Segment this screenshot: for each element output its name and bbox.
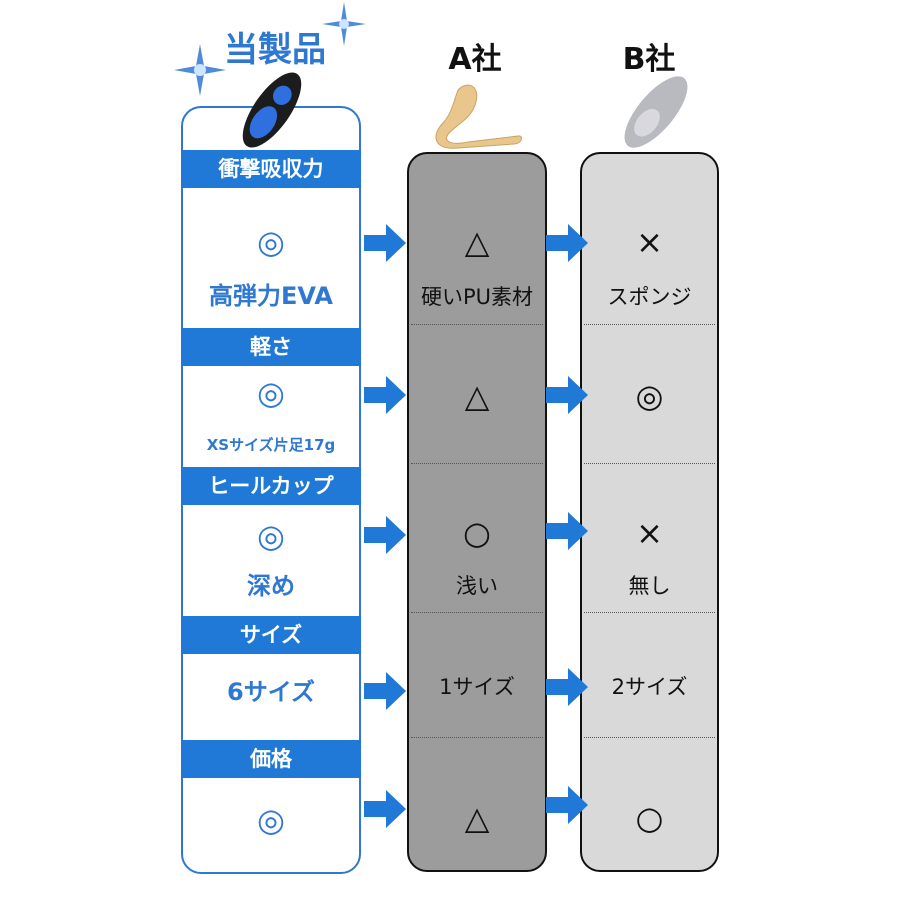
b-note: 無し bbox=[628, 574, 671, 598]
b-note: スポンジ bbox=[607, 285, 692, 309]
divider bbox=[584, 324, 715, 325]
our-product-title: 当製品 bbox=[224, 30, 326, 70]
arrow-right-icon bbox=[546, 668, 588, 706]
b-rating: × bbox=[636, 514, 663, 552]
a-insole-image bbox=[435, 84, 522, 149]
our-note: XSサイズ片足17g bbox=[206, 436, 336, 454]
company-b-column bbox=[580, 152, 719, 872]
arrow-right-icon bbox=[364, 516, 406, 554]
our-rating: ◎ bbox=[257, 517, 285, 555]
arrow-right-icon bbox=[364, 790, 406, 828]
a-note: 硬いPU素材 bbox=[420, 285, 534, 309]
a-rating: △ bbox=[464, 223, 490, 261]
our-rating: ◎ bbox=[257, 374, 285, 412]
our-rating: ◎ bbox=[257, 223, 285, 261]
b-rating: ◎ bbox=[635, 377, 664, 415]
a-note: 浅い bbox=[456, 574, 498, 598]
b-note: 2サイズ bbox=[611, 675, 688, 699]
a-rating: △ bbox=[464, 799, 490, 837]
b-rating: ○ bbox=[635, 799, 664, 837]
divider bbox=[411, 737, 543, 738]
row-label-size: サイズ bbox=[181, 616, 361, 654]
arrow-right-icon bbox=[364, 672, 406, 710]
row-label-heel-cup: ヒールカップ bbox=[181, 467, 361, 505]
our-insole-image bbox=[242, 72, 302, 148]
sparkle-icon bbox=[174, 44, 226, 96]
a-rating: ○ bbox=[463, 514, 491, 552]
a-rating: △ bbox=[464, 377, 490, 415]
a-note: 1サイズ bbox=[439, 675, 515, 699]
arrow-right-icon bbox=[546, 376, 588, 414]
arrow-right-icon bbox=[546, 512, 588, 550]
our-note: 6サイズ bbox=[227, 678, 315, 706]
divider bbox=[584, 463, 715, 464]
arrow-right-icon bbox=[364, 224, 406, 262]
our-rating: ◎ bbox=[257, 801, 285, 839]
company-a-column bbox=[407, 152, 547, 872]
arrow-right-icon bbox=[546, 786, 588, 824]
arrow-right-icon bbox=[546, 224, 588, 262]
company-a-title: A社 bbox=[448, 42, 502, 77]
divider bbox=[584, 612, 715, 613]
divider bbox=[411, 324, 543, 325]
divider bbox=[584, 737, 715, 738]
our-note: 高弾力EVA bbox=[209, 282, 333, 310]
divider bbox=[411, 463, 543, 464]
arrow-right-icon bbox=[364, 376, 406, 414]
row-label-shock-absorption: 衝撃吸収力 bbox=[181, 150, 361, 188]
sparkle-icon bbox=[322, 2, 366, 46]
our-note: 深め bbox=[247, 572, 295, 600]
row-label-price: 価格 bbox=[181, 740, 361, 778]
row-label-lightness: 軽さ bbox=[181, 328, 361, 366]
divider bbox=[411, 612, 543, 613]
b-rating: × bbox=[636, 223, 663, 261]
b-insole-image bbox=[624, 76, 688, 148]
company-b-title: B社 bbox=[622, 42, 676, 77]
